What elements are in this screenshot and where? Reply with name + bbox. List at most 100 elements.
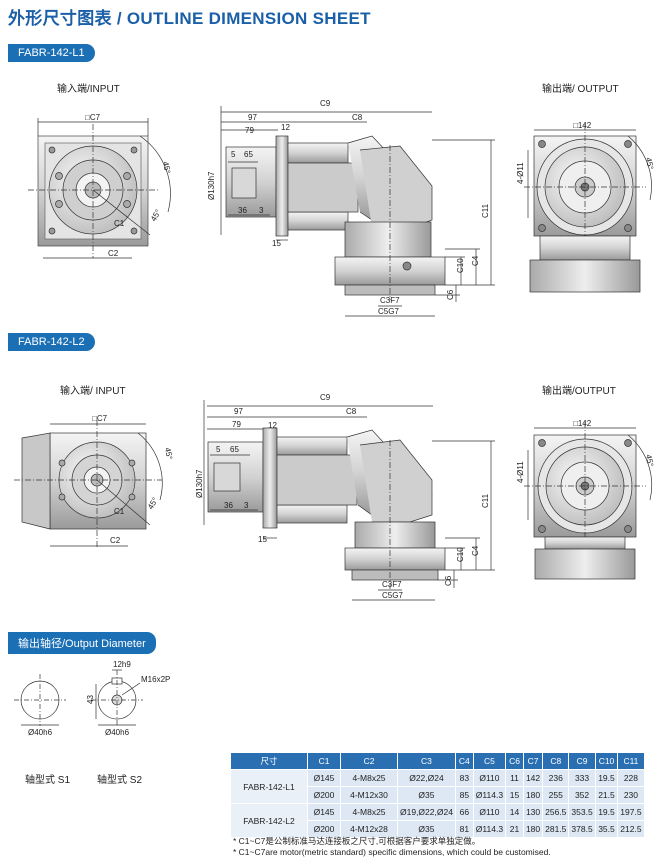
l1-dim-holes: 4-Ø11 <box>516 162 525 184</box>
header-size: 尺寸 <box>230 752 308 770</box>
table-cell: 281.5 <box>542 820 570 838</box>
l2-dim-65: 65 <box>230 445 239 454</box>
page-title: 外形尺寸图表 / OUTLINE DIMENSION SHEET <box>8 9 371 28</box>
header-c4: C4 <box>454 752 474 770</box>
shaft-dim-12h9: 12h9 <box>113 660 131 669</box>
l1-dim-c7: □C7 <box>85 113 101 122</box>
l1-input-view <box>28 118 171 259</box>
table-cell: 228 <box>617 769 645 787</box>
note-en: * C1~C7are motor(metric standard) specif… <box>233 847 551 857</box>
shaft-s2-drawing <box>91 669 143 726</box>
note-cn: * C1~C7是公制标准马达连接板之尺寸,可根据客户要求单独定做。 <box>233 836 481 846</box>
table-cell: Ø110 <box>472 769 507 787</box>
shaft-s1-drawing <box>14 674 66 726</box>
l1-dim-3: 3 <box>259 206 264 215</box>
l1-input-label: 输入端/INPUT <box>57 84 120 95</box>
shaft-s1-label: 轴型式 S1 <box>25 775 71 786</box>
header-c9: C9 <box>568 752 596 770</box>
table-cell: 83 <box>454 769 474 787</box>
l2-dim-c4: C4 <box>471 545 480 556</box>
l2-dim-12: 12 <box>268 421 277 430</box>
l2-dim-holes: 4-Ø11 <box>516 461 525 483</box>
l2-dim-c6: C6 <box>444 575 453 586</box>
table-cell: Ø200 <box>307 786 341 804</box>
l1-dim-45b: 45° <box>149 208 163 223</box>
table-row: FABR-142-L1 Ø145 4-M8x25 Ø22,Ø24 83 Ø110… <box>230 769 645 804</box>
table-cell: 35.5 <box>594 820 619 838</box>
shaft-dim-d40-s2: Ø40h6 <box>105 728 130 737</box>
l1-dim-c3: C3F7 <box>380 296 400 305</box>
table-cell: Ø145 <box>307 769 341 787</box>
table-cell: 256.5 <box>542 803 570 821</box>
l1-dim-45a: 45° <box>161 161 172 174</box>
l2-dim-79: 79 <box>232 420 241 429</box>
table-cell: 378.5 <box>568 820 596 838</box>
table-cell: 353.5 <box>568 803 596 821</box>
table-cell: 21 <box>505 820 524 838</box>
table-cell: 85 <box>454 786 474 804</box>
spec-table-header: 尺寸 C1 C2 C3 C4 C5 C6 C7 C8 C9 C10 C11 <box>230 752 645 770</box>
header-c3: C3 <box>397 752 456 770</box>
header-c2: C2 <box>340 752 398 770</box>
model-cell: FABR-142-L2 <box>230 803 308 838</box>
header-c7: C7 <box>522 752 544 770</box>
l2-dim-c3: C3F7 <box>382 580 402 589</box>
table-cell: 4-M8x25 <box>340 769 398 787</box>
table-cell: Ø114.3 <box>472 786 507 804</box>
l2-dim-15: 15 <box>258 535 267 544</box>
l2-input-label: 输入端/ INPUT <box>60 386 126 397</box>
l1-side-view <box>220 106 495 317</box>
table-cell: 130 <box>522 803 544 821</box>
header-c5: C5 <box>472 752 507 770</box>
l1-dim-c1: C1 <box>114 219 125 228</box>
table-cell: 197.5 <box>617 803 645 821</box>
l2-dim-3: 3 <box>244 501 249 510</box>
l1-dim-c4: C4 <box>471 255 480 266</box>
table-cell: 81 <box>454 820 474 838</box>
l2-dim-45b: 45° <box>146 496 160 511</box>
header-c6: C6 <box>505 752 524 770</box>
section-tag-l1: FABR-142-L1 <box>8 44 95 62</box>
table-cell: 142 <box>522 769 544 787</box>
l2-dim-sq142: □142 <box>573 419 592 428</box>
l2-dim-d130: Ø130h7 <box>195 469 204 498</box>
section-tag-l2: FABR-142-L2 <box>8 333 95 351</box>
l2-dim-c5: C5G7 <box>382 591 403 600</box>
l1-dim-79: 79 <box>245 126 254 135</box>
l2-dim-c8: C8 <box>346 407 357 416</box>
header-c10: C10 <box>594 752 619 770</box>
table-cell: 15 <box>505 786 524 804</box>
table-cell: 180 <box>522 820 544 838</box>
l1-dim-36: 36 <box>238 206 247 215</box>
l1-dim-12: 12 <box>281 123 290 132</box>
table-cell: 230 <box>617 786 645 804</box>
l2-dim-c1: C1 <box>114 507 125 516</box>
l2-dim-97: 97 <box>234 407 243 416</box>
l1-output-view <box>524 124 652 293</box>
l2-output-view <box>524 422 653 580</box>
table-cell: 4-M8x25 <box>340 803 398 821</box>
header-c11: C11 <box>617 752 645 770</box>
table-cell: 180 <box>522 786 544 804</box>
table-cell: Ø200 <box>307 820 341 838</box>
header-c1: C1 <box>307 752 341 770</box>
table-cell: Ø35 <box>397 820 456 838</box>
table-cell: 11 <box>505 769 524 787</box>
table-cell: 212.5 <box>617 820 645 838</box>
table-row: FABR-142-L2 Ø145 4-M8x25 Ø19,Ø22,Ø24 66 … <box>230 803 645 838</box>
section-tag-output: 输出轴径/Output Diameter <box>8 632 156 654</box>
l2-dim-c9: C9 <box>320 393 331 402</box>
table-cell: 4-M12x30 <box>340 786 398 804</box>
table-cell: 14 <box>505 803 524 821</box>
header-c8: C8 <box>542 752 570 770</box>
shaft-dim-m16: M16x2P <box>141 675 170 684</box>
l1-dim-c9: C9 <box>320 99 331 108</box>
table-row: Ø200 4-M12x28 Ø35 81 Ø114.3 21 180 281.5… <box>231 820 645 838</box>
shaft-dim-d40-s1: Ø40h6 <box>28 728 53 737</box>
table-cell: 19.5 <box>594 769 619 787</box>
table-cell: 236 <box>542 769 570 787</box>
l1-dim-d130: Ø130h7 <box>207 171 216 200</box>
l1-dim-97: 97 <box>248 113 257 122</box>
model-cell: FABR-142-L1 <box>230 769 308 804</box>
